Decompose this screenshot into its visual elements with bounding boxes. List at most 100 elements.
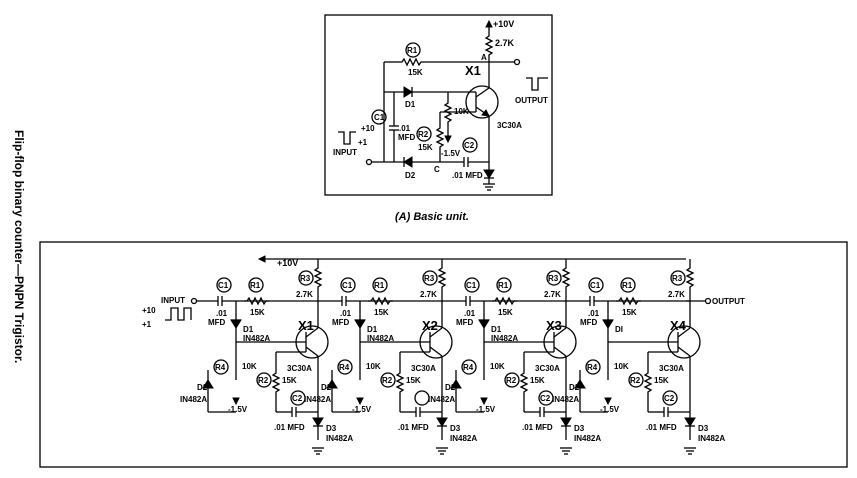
stage-c2-value: .01 MFD	[646, 423, 677, 432]
stage-r4-label: R4	[215, 363, 226, 372]
stage-r2-label: R2	[506, 376, 517, 385]
stage-d3-diode	[684, 417, 696, 427]
stage-r2-marker	[380, 372, 396, 388]
stage-d2-label: D2	[321, 383, 332, 392]
stage-d3-type: IN482A	[698, 434, 725, 443]
wire	[429, 327, 443, 338]
stage-d3-diode	[312, 417, 324, 427]
stage-r4-marker	[213, 359, 229, 375]
stage-c1-marker	[216, 277, 232, 293]
stage-transistor-label: X1	[298, 318, 314, 333]
stage-r1-value: 15K	[374, 308, 389, 317]
stage-r4-label: R4	[587, 363, 598, 372]
stage-r4-value: 10K	[366, 362, 381, 371]
stage-c1-value: .01	[216, 309, 228, 318]
basic-c2-value: .01 MFD	[452, 171, 483, 180]
counter-input-label: INPUT	[161, 296, 185, 305]
stage-d1-type: IN482A	[243, 334, 270, 343]
wire	[677, 327, 691, 338]
stage-d2-diode	[450, 379, 462, 389]
basic-input-hi: +10	[361, 124, 375, 133]
stage-c2-value: .01 MFD	[274, 423, 305, 432]
basic-caption: (A) Basic unit.	[395, 211, 469, 223]
stage-d1-label: D1	[243, 325, 254, 334]
stage-r3-label: R3	[300, 274, 311, 283]
stage-r3-label: R3	[424, 274, 435, 283]
stage-r4-value: 10K	[490, 362, 505, 371]
stage-d1-label: D1	[367, 325, 378, 334]
basic-supply-label: +10V	[493, 19, 514, 29]
basic-c2-label: C2	[464, 141, 475, 150]
stage-d2-type: IN482A	[304, 395, 331, 404]
basic-r-top-value: 2.7K	[495, 38, 515, 48]
stage-c1-marker	[340, 277, 356, 293]
stage-r3-value: 2.7K	[296, 290, 313, 299]
stage-r3-value: 2.7K	[668, 290, 685, 299]
basic-output-label: OUTPUT	[515, 96, 548, 105]
stage-r3-resistor	[438, 264, 446, 291]
counter-frame	[39, 241, 848, 468]
stage-d1-diode	[354, 319, 366, 329]
stage-d3-type: IN482A	[450, 434, 477, 443]
basic-input-label: INPUT	[333, 148, 357, 157]
stage-transistor-label: X4	[670, 318, 687, 333]
stage-c1-unit: MFD	[208, 318, 226, 327]
stage-d2-type: IN482A	[180, 395, 207, 404]
stage-c1-label: C1	[342, 281, 353, 290]
stage-r2-resistor	[644, 369, 652, 396]
stage-r2-value: 15K	[406, 376, 421, 385]
basic-r1-label: R1	[407, 46, 418, 55]
stage-c1-value: .01	[588, 309, 600, 318]
stage-c2-label: C2	[540, 394, 551, 403]
stage-c1-marker	[464, 277, 480, 293]
stage-r2-marker	[628, 372, 644, 388]
counter-input-hi: +10	[142, 306, 156, 315]
stage-r4-label: R4	[463, 363, 474, 372]
stage-r2-label: R2	[382, 376, 393, 385]
stage-c1-value: .01	[340, 309, 352, 318]
stage-transistor-type: 3C30A	[411, 364, 436, 373]
stage-d3-label: D3	[574, 424, 585, 433]
stage-r1-label: R1	[250, 281, 261, 290]
stage-d3-label: D3	[450, 424, 461, 433]
stage-c1-unit: MFD	[580, 318, 598, 327]
stage-c2-value: .01 MFD	[398, 423, 429, 432]
stage-r2-value: 15K	[654, 376, 669, 385]
stage-bias: -1.5V	[476, 405, 496, 414]
stage-r2-resistor	[272, 369, 280, 396]
stage-c1-label: C1	[218, 281, 229, 290]
stage-r4-value: 10K	[614, 362, 629, 371]
basic-node-a: A	[481, 53, 487, 62]
stage-r1-value: 15K	[498, 308, 513, 317]
stage-r3-label: R3	[672, 274, 683, 283]
stage-r1-resistor	[615, 297, 642, 305]
stage-d2-diode	[326, 379, 338, 389]
stage-r2-marker	[504, 372, 520, 388]
wire	[677, 346, 691, 357]
stage-r4-marker	[585, 359, 601, 375]
stage-d3-label: D3	[326, 424, 337, 433]
stage-r1-resistor	[491, 297, 518, 305]
stage-d3-type: IN482A	[326, 434, 353, 443]
stage-transistor-type: 3C30A	[535, 364, 560, 373]
stage-d1-diode	[230, 319, 242, 329]
stage-d3-diode	[560, 417, 572, 427]
stage-r2-value: 15K	[530, 376, 545, 385]
wire	[553, 346, 567, 357]
stage-r3-marker	[422, 270, 438, 286]
stage-r1-resistor	[243, 297, 270, 305]
stage-r4-marker	[461, 359, 477, 375]
stage-d2-diode	[574, 379, 586, 389]
stage-r1-label: R1	[374, 281, 385, 290]
stage-r3-label: R3	[548, 274, 559, 283]
basic-c1-unit: MFD	[398, 133, 416, 142]
stage-r2-label: R2	[258, 376, 269, 385]
stage-r1-resistor	[367, 297, 394, 305]
stage-bias-arrow	[232, 397, 240, 406]
stage-r4-marker	[337, 359, 353, 375]
counter-supply-label: +10V	[277, 258, 298, 268]
stage-bias: -1.5V	[600, 405, 620, 414]
stage-c1-label: C1	[466, 281, 477, 290]
stage-d2-label: D2	[569, 383, 580, 392]
